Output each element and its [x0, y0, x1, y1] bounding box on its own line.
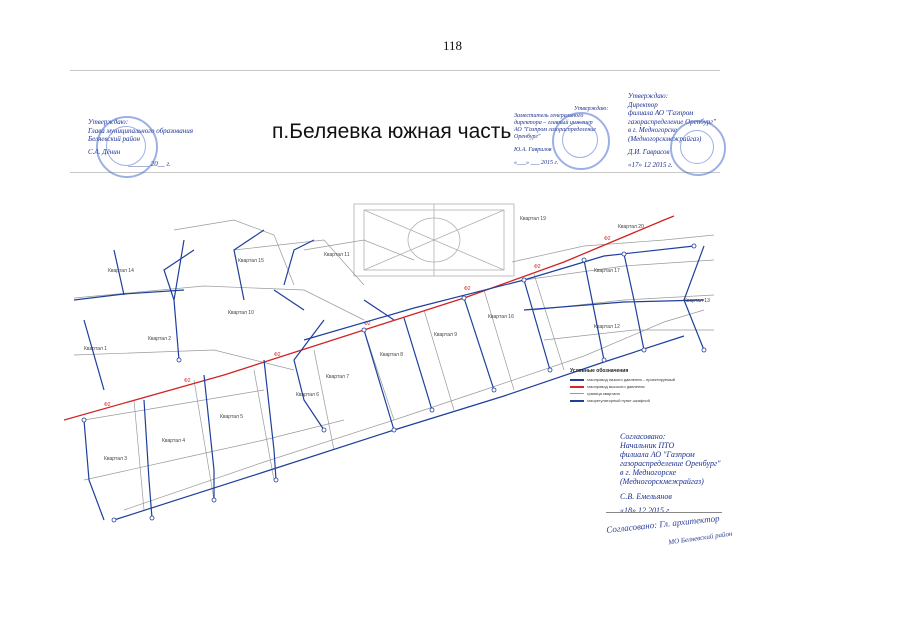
- agreed-line: газораспределение Оренбург": [620, 459, 721, 468]
- block-label: Квартал 7: [326, 374, 349, 380]
- agreed-line: Начальник ПТО: [620, 441, 675, 450]
- block-label: Квартал 19: [520, 216, 546, 222]
- block-label: Квартал 5: [220, 414, 243, 420]
- block-label: Квартал 12: [594, 324, 620, 330]
- agreed-line: (Медногорскмежрайгаз): [620, 477, 704, 486]
- svg-text:Ф2: Ф2: [274, 352, 281, 358]
- block-labels: Квартал 14 Квартал 10 Квартал 11 Квартал…: [84, 216, 710, 462]
- approval-line: (Медногорскмежрайгаз): [628, 134, 702, 143]
- legend-item: газорегуляторный пункт шкафной: [570, 398, 680, 403]
- svg-text:Ф2: Ф2: [464, 286, 471, 292]
- approval-line: филиала АО "Газпром: [628, 109, 694, 117]
- legend-item-label: газопровод высокого давления: [587, 384, 645, 389]
- park-area: [353, 203, 515, 277]
- block-label: Квартал 13: [684, 298, 710, 304]
- approval-line: газораспределение Оренбург": [628, 117, 716, 126]
- stamp-left: [96, 116, 158, 178]
- approval-line: Утверждаю:: [628, 92, 669, 100]
- legend-item-label: газорегуляторный пункт шкафной: [587, 398, 650, 403]
- block-label: Квартал 20: [618, 224, 644, 230]
- stamp-right: [670, 120, 726, 176]
- block-boundaries: [73, 219, 715, 511]
- header-rule: [70, 172, 720, 173]
- agreed-block: Согласовано: Начальник ПТО филиала АО "Г…: [620, 432, 720, 515]
- top-rule: [70, 70, 720, 71]
- approval-line: Заместитель генерального: [514, 113, 584, 119]
- bottom-rule: [606, 512, 722, 513]
- block-label: Квартал 17: [594, 268, 620, 274]
- gas-distribution-low-pressure: [73, 229, 705, 521]
- gas-main-labels: Ф2 Ф2 Ф2 Ф2 Ф2 Ф2 Ф2: [104, 236, 611, 408]
- block-label: Квартал 4: [162, 438, 185, 444]
- agreed-line: «18» 12 2015 г.: [620, 506, 672, 515]
- legend-item: граница квартала: [570, 391, 680, 396]
- stamp-left-inner: [106, 126, 146, 166]
- map-title: п.Беляевка южная часть: [272, 120, 512, 143]
- approval-line: «___» ___ 2015 г.: [514, 160, 559, 166]
- block-label: Квартал 9: [434, 332, 457, 338]
- map-legend: Условные обозначения газопровод низкого …: [570, 368, 680, 405]
- valve-markers: [81, 243, 707, 523]
- block-label: Квартал 15: [238, 258, 264, 264]
- handwritten-note: МО Беляевский район: [667, 529, 733, 547]
- svg-text:Ф2: Ф2: [364, 321, 371, 327]
- legend-line-red-icon: [570, 385, 584, 388]
- approval-line: «17» 12 2015 г.: [628, 160, 673, 169]
- page-number: 118: [442, 38, 463, 53]
- block-label: Квартал 2: [148, 336, 171, 342]
- block-label: Квартал 16: [488, 314, 514, 320]
- block-label: Квартал 8: [380, 352, 403, 358]
- legend-title: Условные обозначения: [570, 368, 629, 374]
- agreed-line: в г. Медногорске: [620, 468, 677, 477]
- agreed-line: С.В. Емельянов: [620, 492, 672, 501]
- block-label: Квартал 10: [228, 310, 254, 316]
- block-label: Квартал 6: [296, 392, 319, 398]
- approval-line: Ю.А. Гаврилов: [514, 147, 552, 153]
- agreed-line: Согласовано:: [620, 432, 666, 441]
- legend-item: газопровод высокого давления: [570, 384, 680, 389]
- approval-line: директора – главный инженер: [514, 120, 593, 126]
- legend-line-gray-icon: [570, 393, 584, 394]
- block-label: Квартал 1: [84, 346, 107, 352]
- stamp-right-inner: [680, 130, 714, 164]
- legend-line-blue-icon: [570, 399, 584, 402]
- svg-text:Ф2: Ф2: [604, 236, 611, 242]
- svg-text:Ф2: Ф2: [184, 378, 191, 384]
- legend-item: газопровод низкого давления – проектируе…: [570, 377, 680, 382]
- block-label: Квартал 11: [324, 252, 350, 258]
- approval-line: Д.И. Гаврасов: [628, 148, 670, 156]
- legend-item-label: граница квартала: [587, 391, 620, 396]
- agreed-line: филиала АО "Газпром: [620, 450, 695, 459]
- svg-text:Ф2: Ф2: [534, 264, 541, 270]
- approval-line: Оренбург": [514, 134, 541, 140]
- gas-network-map: Ф2 Ф2 Ф2 Ф2 Ф2 Ф2 Ф2: [64, 203, 715, 523]
- approval-line: Утверждаю:: [574, 106, 609, 112]
- stamp-middle: [552, 112, 610, 170]
- svg-text:Ф2: Ф2: [104, 402, 111, 408]
- stamp-middle-inner: [562, 122, 598, 158]
- legend-item-label: газопровод низкого давления – проектируе…: [587, 377, 675, 382]
- block-label: Квартал 14: [108, 268, 134, 274]
- approval-line: Директор: [628, 100, 658, 109]
- approval-right: Утверждаю: Директор филиала АО "Газпром …: [628, 92, 716, 169]
- approval-line: в г. Медногорске: [628, 126, 678, 134]
- block-label: Квартал 3: [104, 456, 127, 462]
- legend-line-blue-icon: [570, 378, 584, 381]
